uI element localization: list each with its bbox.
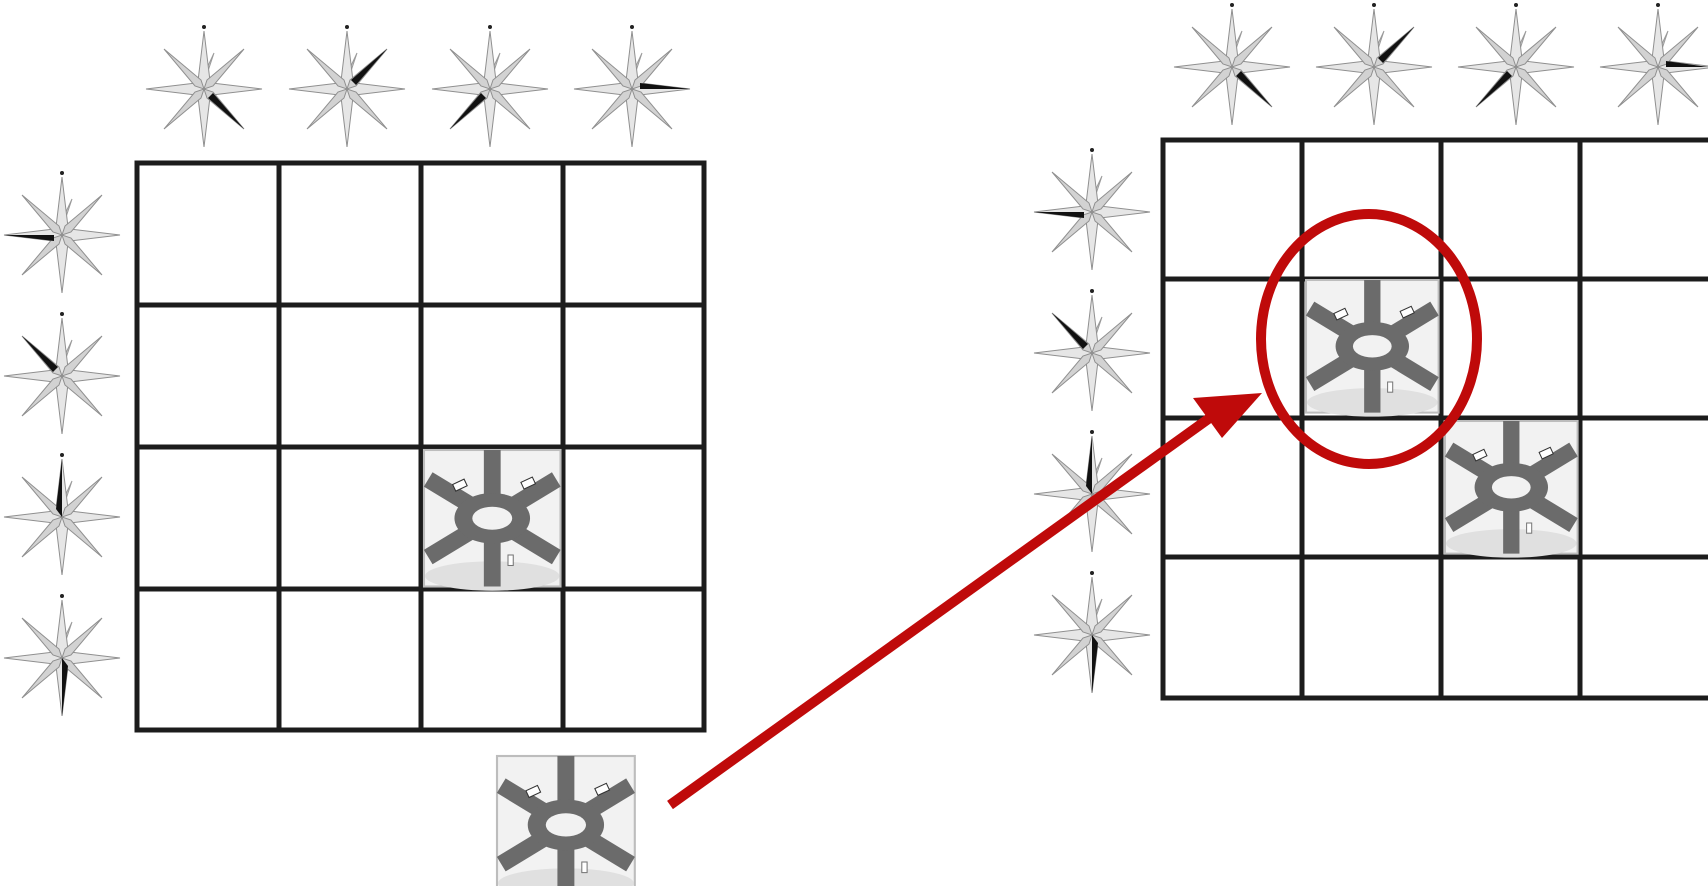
left-side-star-4 <box>3 593 121 717</box>
left-side-star-1 <box>3 170 121 294</box>
left-top-star-3 <box>431 24 549 148</box>
right-top-star-4 <box>1599 2 1708 126</box>
loose-tile-roundabout[interactable] <box>497 756 635 886</box>
left-panel <box>3 24 707 733</box>
left-top-star-2 <box>288 24 406 148</box>
right-side-star-3 <box>1033 429 1151 553</box>
right-grid <box>1160 137 1708 701</box>
left-top-star-4 <box>573 24 691 148</box>
left-top-star-1 <box>145 24 263 148</box>
left-side-star-3 <box>3 452 121 576</box>
right-top-star-3 <box>1457 2 1575 126</box>
right-grid-tile-roundabout-placed <box>1306 280 1439 417</box>
right-top-star-1 <box>1173 2 1291 126</box>
right-side-star-2 <box>1033 288 1151 412</box>
left-side-star-2 <box>3 311 121 435</box>
left-grid <box>134 160 707 733</box>
highlight-circle <box>1256 209 1482 469</box>
left-grid-tile-roundabout <box>424 450 561 591</box>
right-side-star-1 <box>1033 147 1151 271</box>
right-grid-tile-roundabout-existing <box>1445 421 1578 558</box>
right-side-star-4 <box>1033 570 1151 694</box>
right-top-star-2 <box>1315 2 1433 126</box>
right-panel <box>1033 2 1708 701</box>
placement-arrow <box>667 393 1262 810</box>
